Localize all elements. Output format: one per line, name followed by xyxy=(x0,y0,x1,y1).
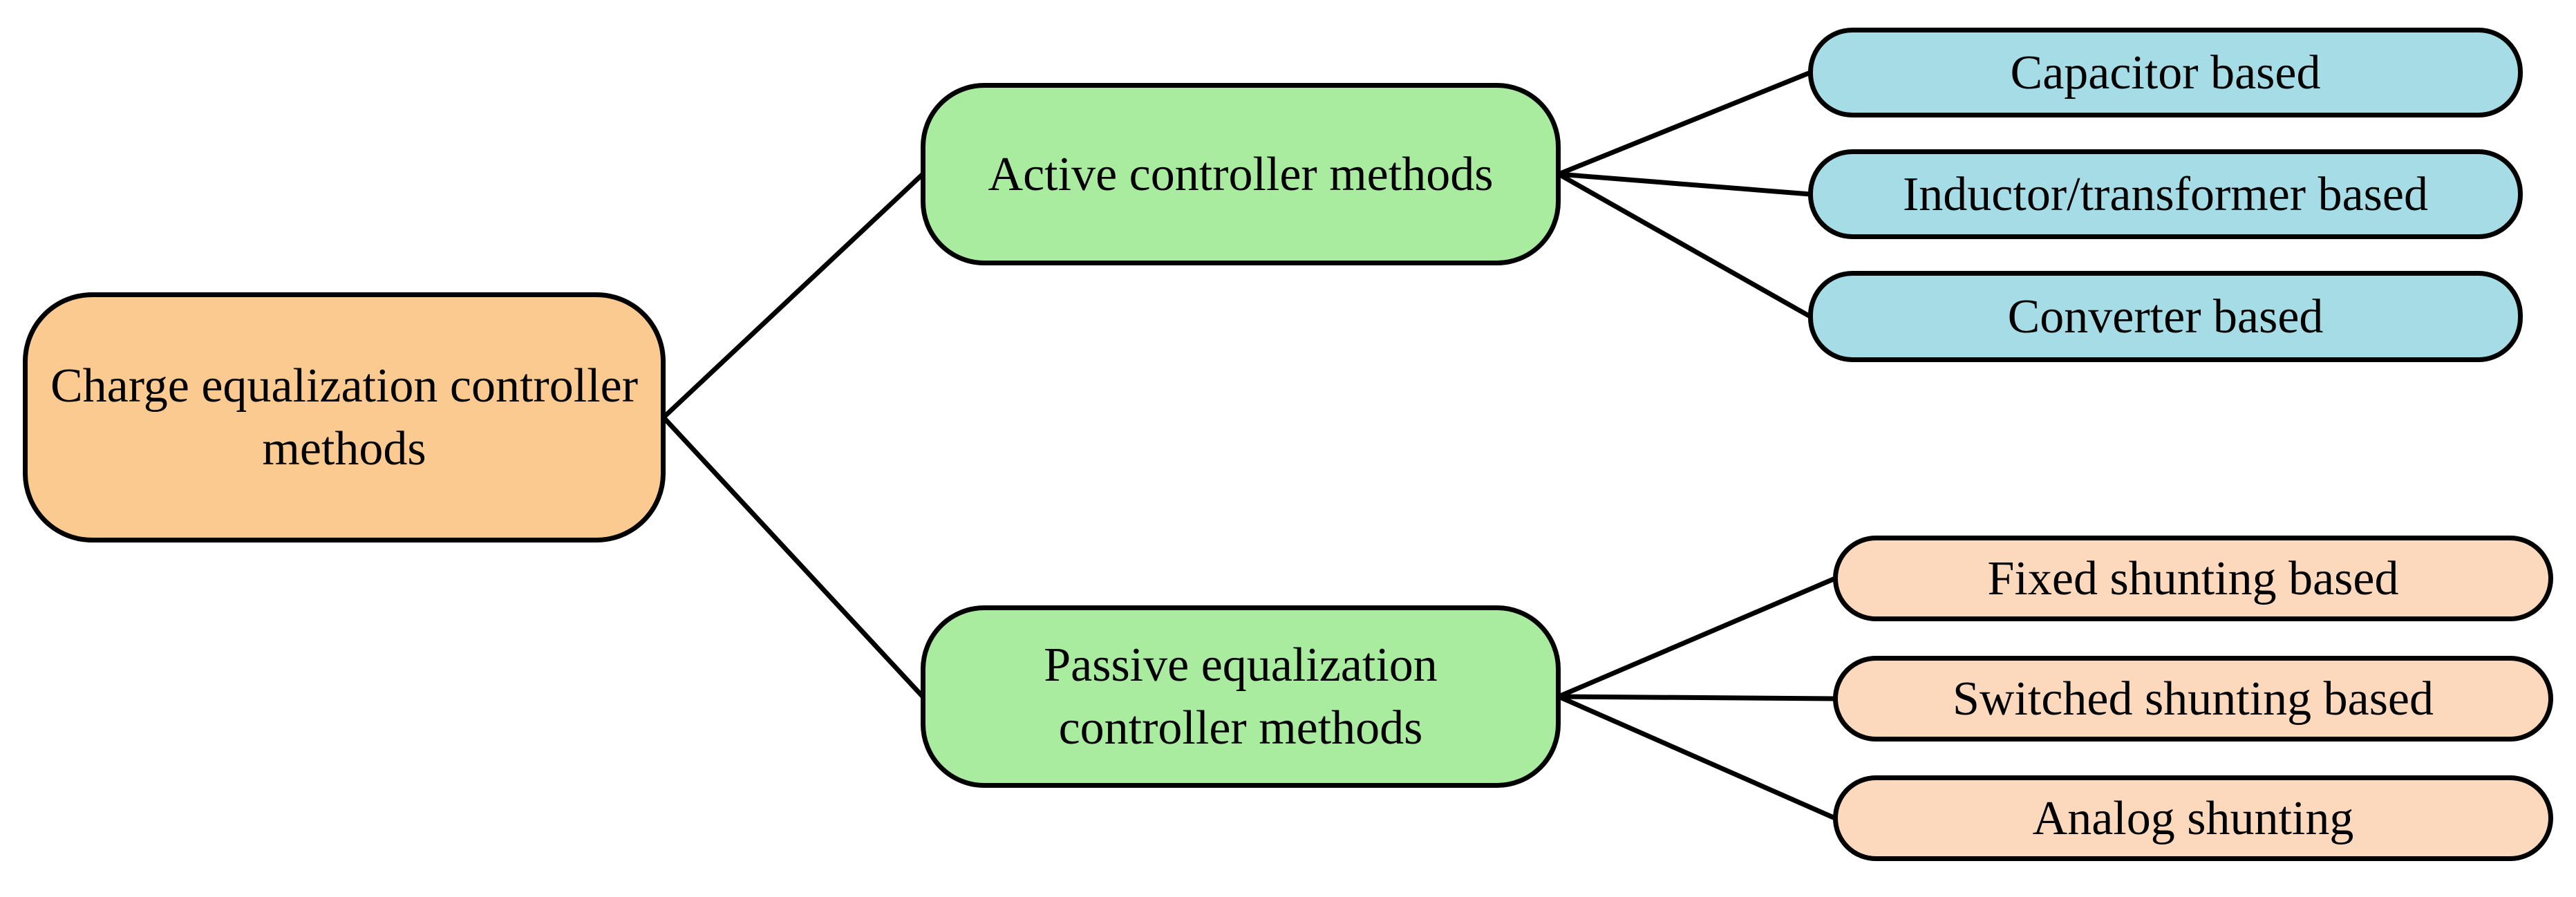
node-passive-equalization-controller-methods: Passive equalization controller methods xyxy=(921,605,1561,788)
node-label: Analog shunting xyxy=(2032,791,2354,845)
node-label: Fixed shunting based xyxy=(1987,551,2399,605)
node-label: Charge equalization controller methods xyxy=(50,359,639,475)
node-label: Active controller methods xyxy=(988,147,1494,201)
node-label: Converter based xyxy=(2007,290,2324,343)
node-label: Passive equalization controller methods xyxy=(1044,639,1438,755)
node-converter-based: Converter based xyxy=(1808,271,2523,362)
node-label: Capacitor based xyxy=(2010,46,2321,100)
node-capacitor-based: Capacitor based xyxy=(1808,28,2523,117)
node-fixed-shunting-based: Fixed shunting based xyxy=(1833,536,2553,621)
node-inductor-transformer-based: Inductor/transformer based xyxy=(1808,149,2523,239)
node-charge-equalization-controller-methods: Charge equalization controller methods xyxy=(23,292,666,542)
node-switched-shunting-based: Switched shunting based xyxy=(1833,656,2553,742)
node-label: Switched shunting based xyxy=(1952,672,2434,726)
node-active-controller-methods: Active controller methods xyxy=(921,83,1561,265)
node-label: Inductor/transformer based xyxy=(1903,167,2428,221)
node-analog-shunting: Analog shunting xyxy=(1833,775,2553,861)
